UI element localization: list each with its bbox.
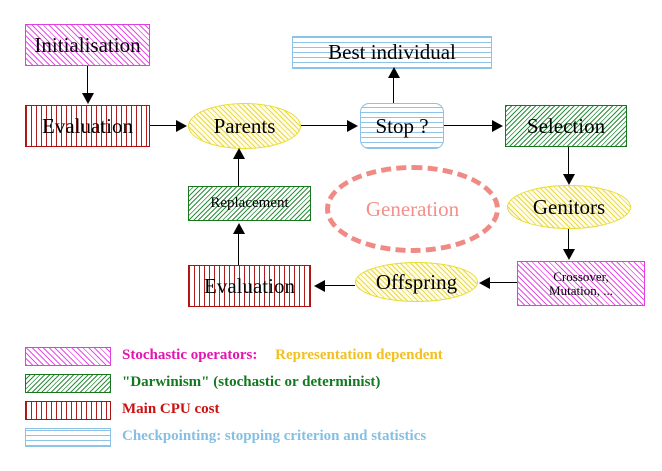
arrow-eval-to-replacement-head xyxy=(233,223,245,234)
arrow-eval-to-replacement-line xyxy=(238,232,240,265)
arrow-init-to-eval-head xyxy=(82,93,94,104)
node-selection[interactable]: Selection xyxy=(505,105,627,147)
arrow-stop-to-selection-line xyxy=(444,125,494,127)
node-parents-label: Parents xyxy=(213,113,276,138)
legend-label-checkpointing: Checkpointing: stopping criterion and st… xyxy=(122,428,427,444)
node-replacement[interactable]: Replacement xyxy=(188,186,311,221)
node-evaluation-top[interactable]: Evaluation xyxy=(25,105,150,147)
arrow-crossover-to-offspring-line xyxy=(489,282,517,284)
arrow-replacement-to-parents-head xyxy=(233,148,245,159)
arrow-genitors-to-crossover-line xyxy=(568,229,570,251)
node-crossover-label-line2: Mutation, ... xyxy=(549,282,613,298)
legend-swatch-stochastic xyxy=(25,347,111,366)
arrow-parents-to-stop-line xyxy=(301,125,349,127)
node-replacement-label: Replacement xyxy=(210,194,289,211)
node-genitors-label: Genitors xyxy=(532,194,606,219)
node-generation-label: Generation xyxy=(365,196,460,221)
legend-label-stochastic-sub: Representation dependent xyxy=(275,347,443,363)
legend-label-stochastic: Stochastic operators: Representation dep… xyxy=(122,347,443,364)
node-crossover-mutation[interactable]: Crossover, Mutation, ... xyxy=(517,261,645,306)
arrow-stop-to-best-line xyxy=(393,69,395,103)
arrow-stop-to-selection-head xyxy=(492,120,503,132)
node-stop[interactable]: Stop ? xyxy=(360,103,444,149)
legend-label-stochastic-main: Stochastic operators: xyxy=(122,347,258,363)
legend-swatch-cpu-cost xyxy=(25,401,111,420)
arrow-stop-to-best-head xyxy=(388,67,400,78)
arrow-replacement-to-parents-line xyxy=(238,158,240,186)
node-offspring-label: Offspring xyxy=(375,269,458,294)
legend-label-darwinism: "Darwinism" (stochastic or determinist) xyxy=(122,374,381,390)
node-best-individual-label: Best individual xyxy=(328,40,456,65)
node-crossover-label-line1: Crossover, xyxy=(553,268,609,284)
arrow-genitors-to-crossover-head xyxy=(563,249,575,260)
legend-label-cpu-cost: Main CPU cost xyxy=(122,401,220,417)
arrow-parents-to-stop-head xyxy=(347,120,358,132)
node-evaluation-bottom-label: Evaluation xyxy=(204,273,295,298)
arrow-offspring-to-eval-line xyxy=(324,285,355,287)
arrow-eval-to-parents-head xyxy=(176,120,187,132)
node-parents[interactable]: Parents xyxy=(188,103,301,149)
arrow-selection-to-genitors-line xyxy=(568,147,570,177)
node-stop-label: Stop ? xyxy=(375,113,429,138)
node-selection-label: Selection xyxy=(526,113,606,138)
arrow-offspring-to-eval-head xyxy=(314,280,325,292)
arrow-init-to-eval-line xyxy=(87,66,89,96)
node-initialisation-label: Initialisation xyxy=(34,32,141,57)
node-evaluation-top-label: Evaluation xyxy=(42,113,133,138)
arrow-crossover-to-offspring-head xyxy=(479,277,490,289)
node-evaluation-bottom[interactable]: Evaluation xyxy=(188,265,311,307)
legend-swatch-checkpointing xyxy=(25,428,111,447)
node-initialisation[interactable]: Initialisation xyxy=(25,24,150,66)
arrow-eval-to-parents-line xyxy=(150,125,178,127)
node-offspring[interactable]: Offspring xyxy=(355,262,478,302)
arrow-selection-to-genitors-head xyxy=(563,174,575,185)
node-genitors[interactable]: Genitors xyxy=(507,185,631,229)
node-best-individual[interactable]: Best individual xyxy=(292,36,492,69)
node-generation: Generation xyxy=(325,165,500,253)
legend-swatch-darwinism xyxy=(25,374,111,393)
